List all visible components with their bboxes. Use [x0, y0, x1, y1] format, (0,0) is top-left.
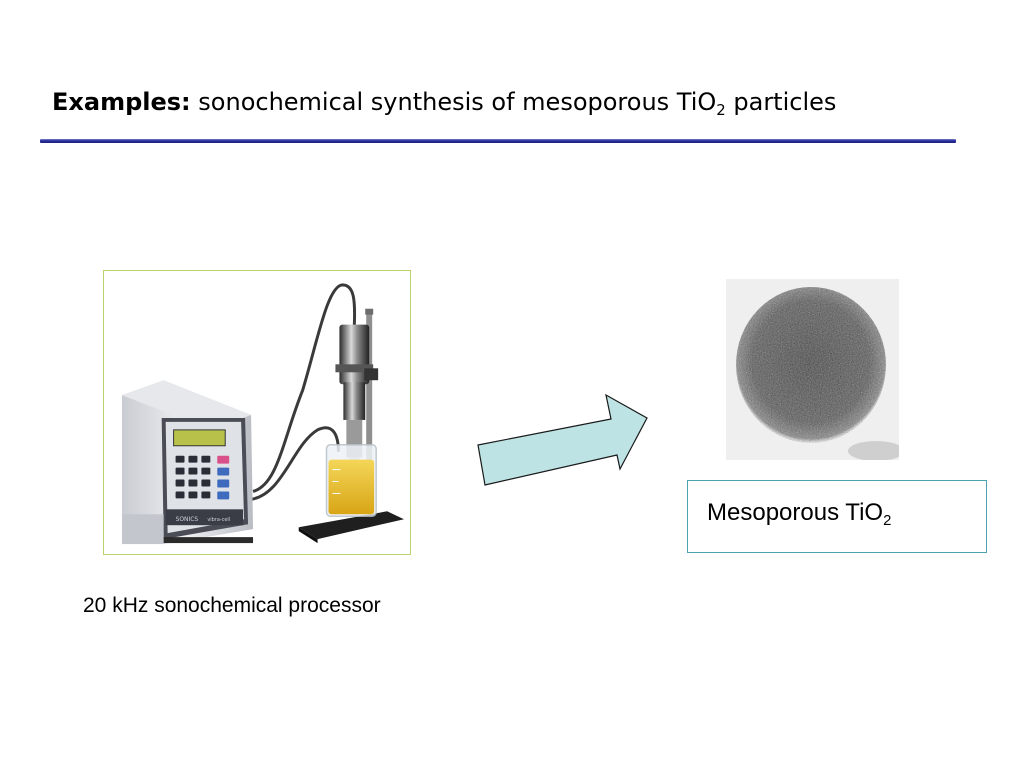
title-text: sonochemical synthesis of mesoporous TiO: [198, 88, 717, 116]
right-arrow-icon: [477, 393, 648, 486]
processor-photo: SONICS vibra-cell: [103, 270, 411, 555]
title-prefix: Examples:: [52, 88, 191, 116]
result-label: Mesoporous TiO2: [707, 498, 892, 530]
title-tail: particles: [733, 88, 837, 116]
result-label-subscript: 2: [883, 513, 892, 530]
result-label-box: Mesoporous TiO2: [687, 480, 987, 553]
device-model-label: vibra-cell: [207, 517, 230, 523]
tem-micrograph: [726, 279, 899, 460]
processor-illustration: SONICS vibra-cell: [121, 283, 404, 545]
device-brand-label: SONICS: [176, 516, 199, 523]
slide-title: Examples: sonochemical synthesis of meso…: [52, 86, 836, 118]
title-subscript: 2: [716, 101, 726, 120]
photo-caption: 20 kHz sonochemical processor: [83, 594, 381, 617]
result-label-text: Mesoporous TiO: [707, 499, 884, 526]
title-divider: [40, 139, 956, 143]
